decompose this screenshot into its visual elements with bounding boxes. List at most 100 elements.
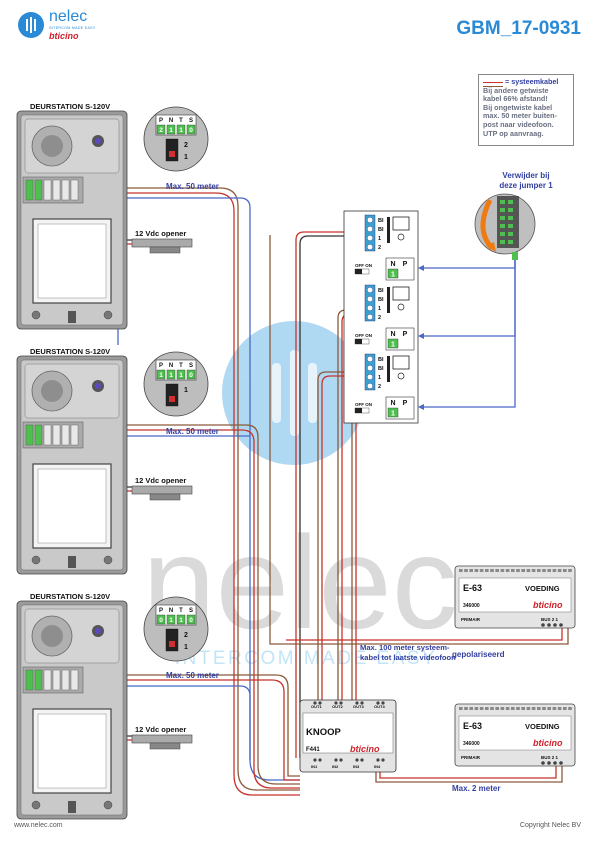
ps-brand: bticino xyxy=(533,738,563,748)
videophone-terminals xyxy=(364,353,376,391)
brand-tagline: INTERCOM MADE EASY xyxy=(49,26,96,30)
np-header: N xyxy=(390,261,395,268)
screw-icon xyxy=(103,310,113,320)
handset-icon xyxy=(397,372,405,380)
screw-icon xyxy=(103,555,113,565)
switch-label: 2 xyxy=(184,142,188,149)
dip-value: 0 xyxy=(189,617,193,624)
dip-header: P xyxy=(159,363,163,369)
terminal-label: 2 xyxy=(378,384,381,390)
dip-header: N xyxy=(169,363,173,369)
door-opener: 12 Vdc opener xyxy=(131,725,193,750)
dip-value: 1 xyxy=(169,127,173,134)
dip-value: 1 xyxy=(159,372,163,379)
off-on-label: OFF ON xyxy=(355,333,372,338)
distance-label-1: Max. 50 meter xyxy=(166,182,219,191)
knoop-out-label: OUT3 xyxy=(353,704,364,709)
switch-label: 1 xyxy=(184,154,188,161)
jumper-switch xyxy=(165,383,179,407)
cable-station-2-b xyxy=(95,429,300,789)
off-on-label: OFF ON xyxy=(355,402,372,407)
legend-line: post naar videofoon. xyxy=(483,119,554,129)
legend-line: Bij ongetwiste kabel xyxy=(483,102,553,112)
distance-label-3: Max. 50 meter xyxy=(166,671,219,680)
knoop-in-label: IN3 xyxy=(353,764,360,769)
jumper-note-line: deze jumper 1 xyxy=(499,181,553,190)
polarity-label: gepolariseerd xyxy=(452,650,505,659)
dip-header: T xyxy=(179,363,183,369)
knoop-in-label: IN1 xyxy=(311,764,318,769)
door-station-title: DEURSTATION S-120V xyxy=(30,592,110,601)
screw-icon xyxy=(31,310,41,320)
np-value: 1 xyxy=(391,272,395,279)
knoop-in-label: IN2 xyxy=(332,764,339,769)
knoop-code: F441 xyxy=(306,747,320,753)
terminal-label: BI xyxy=(378,218,384,224)
door-station-title: DEURSTATION S-120V xyxy=(30,347,110,356)
terminal-label: 1 xyxy=(378,306,381,312)
jumper-note-line: Verwijder bij xyxy=(502,171,550,180)
knoop-out-label: OUT2 xyxy=(332,704,343,709)
dip-value: 0 xyxy=(159,617,163,624)
dip-value: 1 xyxy=(179,127,183,134)
dip-header: T xyxy=(179,608,183,614)
knoop-out-label: OUT1 xyxy=(311,704,322,709)
supply-distance-label: Max. 2 meter xyxy=(452,784,500,793)
cable-station-3 xyxy=(95,674,300,777)
np-header: N xyxy=(390,331,395,338)
dip-header: S xyxy=(189,363,193,369)
terminal-label: BI xyxy=(378,288,384,294)
np-value: 1 xyxy=(391,342,395,349)
dip-header: T xyxy=(179,118,183,124)
door-opener: 12 Vdc opener xyxy=(131,229,193,254)
arrow-icon xyxy=(418,265,424,271)
footer-copyright: Copyright Nelec BV xyxy=(519,822,581,829)
monitor-icon xyxy=(392,216,410,231)
arrowheads xyxy=(418,265,424,410)
jumper-switch xyxy=(165,138,179,162)
legend-key-text: = systeemkabel xyxy=(505,77,559,86)
knoop-in-label: IN4 xyxy=(374,764,381,769)
jumper-switch xyxy=(165,628,179,652)
ps-primary-terms: PRIMAIR xyxy=(461,617,481,622)
document-number: GBM_17-0931 xyxy=(456,18,581,39)
terminal-label: 1 xyxy=(378,236,381,242)
opener-label: 12 Vdc opener xyxy=(135,476,186,485)
videophone-panel-frame xyxy=(343,210,419,424)
ps-label: VOEDING xyxy=(525,584,560,593)
handset-icon xyxy=(397,303,405,311)
switch-label: 2 xyxy=(184,632,188,639)
ps-label: VOEDING xyxy=(525,722,560,731)
ps-code: 346000 xyxy=(463,741,480,747)
door-opener: 12 Vdc opener xyxy=(131,476,193,501)
arrow-icon xyxy=(418,333,424,339)
dip-header: P xyxy=(159,118,163,124)
dip-header: P xyxy=(159,608,163,614)
nelec-logo: nelec INTERCOM MADE EASY bticino xyxy=(18,8,108,46)
partner-brand: bticino xyxy=(49,31,79,41)
dip-value: 1 xyxy=(169,617,173,624)
distance-label-2: Max. 50 meter xyxy=(166,427,219,436)
dip-value: 1 xyxy=(169,372,173,379)
terminal-label: BI xyxy=(378,357,384,363)
cable-station-1-b xyxy=(95,192,300,796)
jumper-pins xyxy=(500,200,513,244)
dip-value: 2 xyxy=(159,127,163,134)
videophone-terminals xyxy=(364,284,376,322)
screw-icon xyxy=(31,555,41,565)
screw-icon xyxy=(103,800,113,810)
opener-icon xyxy=(131,485,193,495)
monitor-icon xyxy=(392,355,410,370)
ps-model: E-63 xyxy=(463,583,482,593)
watermark-circle xyxy=(222,321,366,465)
cable-station-3-c xyxy=(95,685,251,760)
